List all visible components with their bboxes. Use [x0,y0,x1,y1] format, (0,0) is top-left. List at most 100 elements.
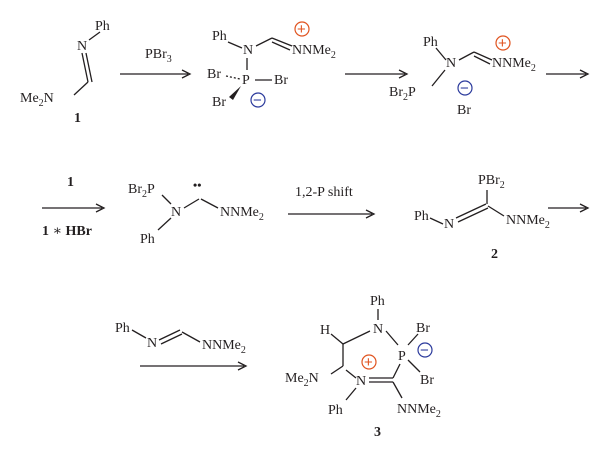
nme2-group: NNMe2 [397,402,441,420]
double-bond [160,333,183,345]
ph-group: Ph [414,209,429,224]
amidine-reagent: Ph N NNMe2 [115,321,248,371]
bond [183,198,200,209]
br2p-group: Br2P [389,85,416,103]
double-bond [473,51,493,61]
compound-1: N Ph Me2N 1 [20,19,110,126]
reagent-pbr3: PBr3 [145,47,172,65]
bond [385,330,399,346]
bond [181,331,201,343]
bond [407,359,421,373]
n-atom: N [77,39,87,54]
br-atom: Br [420,373,434,388]
ph-group: Ph [328,403,343,418]
double-bond [473,55,491,65]
bond [330,365,344,375]
n-atom: N [356,374,366,389]
double-bond [457,207,489,223]
bond [345,369,357,379]
condition-hbr-salt: 1 ∗ HBr [42,224,92,239]
carbene-intermediate: Br2P N •• NNMe2 Ph [128,178,264,247]
me2n-group: Me2N [285,371,319,389]
nme2-group: NNMe2 [506,213,550,231]
bond [88,31,101,41]
h-atom: H [320,323,330,338]
ph-group: Ph [115,321,130,336]
condition-compound-1: 1 [67,175,74,190]
bond [392,363,401,379]
hashed-bond [225,75,241,80]
ph-group: Ph [140,232,155,247]
intermediate-b: Ph N NNMe2 + Br2P − Br [389,35,536,118]
positive-charge-icon [361,354,377,370]
bond [342,330,371,345]
arrow-pbr3: PBr3 [120,47,192,79]
p-atom: P [398,349,406,364]
bond [255,37,273,47]
double-bond [271,41,291,51]
svg-text:+: + [297,21,306,38]
ph-group: Ph [95,19,110,34]
p-atom: P [242,73,250,88]
double-bond [85,52,93,83]
bond [345,387,357,401]
br-atom: Br [416,321,430,336]
svg-text:−: − [253,92,262,109]
bond [435,47,447,61]
double-bond [158,329,181,341]
negative-charge-icon [457,80,473,96]
bond [458,51,475,61]
bond [227,41,243,49]
wedge-bond [229,86,241,100]
bond [392,381,403,399]
compound-label-1: 1 [74,111,81,126]
bond [431,69,446,87]
bromide-ion: Br [457,103,471,118]
compound-label-3: 3 [374,425,381,440]
nme2-group: NNMe2 [202,338,246,356]
compound-label-2: 2 [491,247,498,262]
double-bond [271,37,293,47]
ph-group: Ph [423,35,438,50]
ph-group: Ph [212,29,227,44]
br-atom: Br [274,73,288,88]
ph-group: Ph [370,294,385,309]
positive-charge-icon [495,35,511,51]
bond [73,81,89,96]
n-atom: N [446,56,456,71]
n-atom: N [147,336,157,351]
negative-charge-icon [417,342,433,358]
n-atom: N [373,322,383,337]
bond [487,205,505,217]
br2p-group: Br2P [128,182,155,200]
positive-charge-icon [294,21,310,37]
negative-charge-icon [250,92,266,108]
double-bond [455,203,487,219]
bond [161,194,172,205]
nme2-group: NNMe2 [492,56,536,74]
br-atom: Br [212,95,226,110]
bond [330,333,344,345]
svg-text:+: + [364,354,373,371]
arrow-conditions: 1 1 ∗ HBr [42,175,106,239]
n-atom: N [171,205,181,220]
double-bond [81,52,89,83]
nme2-group: NNMe2 [220,205,264,223]
bond [407,333,419,346]
n-atom: N [243,43,253,58]
intermediate-a: Ph N NNMe2 + P Br Br Br − [207,21,336,110]
arrow-shift: 1,2-P shift [288,185,376,219]
lone-pair: •• [193,178,201,192]
reagent-shift: 1,2-P shift [295,185,353,200]
svg-text:−: − [460,80,469,97]
svg-text:−: − [420,342,429,359]
bond [157,217,172,231]
bond [200,198,219,209]
bond [429,217,444,225]
pbr2-group: PBr2 [478,173,505,191]
compound-2: PBr2 Ph N NNMe2 2 [414,173,550,262]
compound-3: Ph N H P Br − Br Me2N + N Ph NNMe2 3 [285,294,441,440]
nme2-group: NNMe2 [292,43,336,61]
n-atom: N [444,217,454,232]
